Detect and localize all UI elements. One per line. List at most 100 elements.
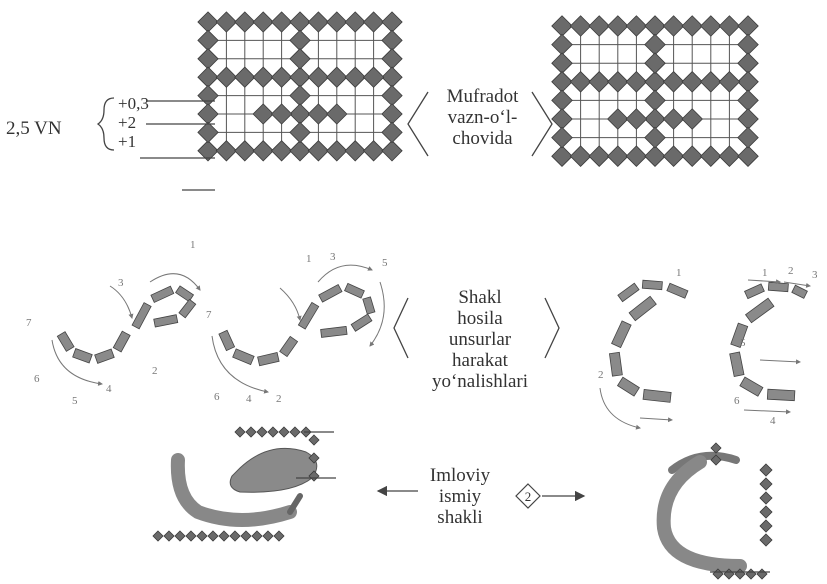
grid-diamond — [700, 71, 722, 93]
grid-diamond — [700, 15, 722, 37]
grid-diamond — [681, 145, 703, 167]
jim-dot-guide — [756, 568, 768, 580]
grid-diamond — [362, 11, 385, 33]
grid-diamond — [662, 108, 685, 130]
grid-diamond — [252, 140, 274, 162]
grid-diamond — [197, 140, 219, 162]
sad-dot-guide — [251, 530, 263, 542]
motion-caption-line-3: unsurlar — [448, 329, 512, 350]
grid-diamond — [644, 15, 666, 37]
isolated-caption-line-1: Imloviy — [429, 465, 491, 486]
grid-diamond — [551, 89, 573, 112]
jim-stroke-segment — [617, 282, 640, 303]
jim-compound-stroke-number: 1 — [762, 267, 768, 279]
grid-diamond — [662, 145, 685, 167]
grid-diamond — [569, 71, 592, 93]
grid-diamond — [718, 71, 741, 93]
jim-stroke-segment — [642, 388, 672, 403]
jim-dot-guide — [759, 491, 773, 505]
scale-value-1: +0,3 — [118, 94, 149, 113]
grid-diamond — [569, 145, 592, 167]
grid-diamond — [607, 71, 629, 93]
grid-diamond — [252, 103, 274, 125]
sad-compound-motion-arrow — [211, 335, 269, 394]
grid-diamond — [588, 15, 610, 37]
sad-dot-guide — [273, 530, 285, 542]
scale-brace — [96, 97, 215, 191]
grid-diamond — [681, 71, 703, 93]
grid-diamond — [326, 66, 348, 88]
grid-diamond — [700, 145, 722, 167]
grid-diamond — [289, 48, 311, 70]
jim-dot-guide — [710, 442, 722, 454]
sad-compound-stroke-number: 5 — [382, 257, 388, 269]
grid-diamond — [197, 48, 219, 70]
jim-compound-stroke-number: 3 — [812, 269, 818, 281]
sad-stroke-number: 2 — [152, 365, 158, 377]
jim-compound-stroke-number: 2 — [788, 265, 794, 277]
grid-diamond — [307, 103, 330, 125]
jim-compound-stroke-segment — [729, 351, 745, 377]
sad-dot-guide — [207, 530, 219, 542]
jim-stroke-segment — [666, 282, 689, 299]
grid-diamond — [644, 33, 666, 56]
grid-diamond — [197, 29, 219, 52]
sad-stroke-segment — [56, 331, 75, 352]
jim-compound-motion-arrow — [783, 281, 811, 288]
svg-text:2: 2 — [525, 489, 532, 504]
grid-diamond — [644, 108, 666, 130]
grid-diamond — [307, 11, 330, 33]
grid-diamond — [588, 145, 610, 167]
grid-diamond — [681, 108, 703, 130]
grid-diamond — [737, 15, 759, 37]
grid-diamond — [551, 108, 573, 130]
grid-diamond — [625, 108, 648, 130]
grid-diamond — [662, 15, 685, 37]
grid-diamond — [662, 71, 685, 93]
grid-diamond — [551, 145, 573, 167]
jim-isolated-letter — [656, 451, 747, 573]
jim-stroke-segment — [641, 279, 663, 291]
grid-caption-line-1: Mufradot — [446, 86, 519, 107]
jim-compound-motion-arrow — [743, 409, 791, 415]
grid-diamond — [381, 140, 403, 162]
grid-diamond — [381, 84, 403, 107]
sad-compound-stroke-segment — [362, 296, 376, 315]
sad-dot-guide — [267, 426, 279, 438]
number-badge: 2 — [515, 483, 541, 509]
sad-dot-guide — [234, 426, 246, 438]
grid-diamond — [307, 140, 330, 162]
sad-stroke-segment — [94, 348, 115, 364]
grid-diamond — [344, 11, 366, 33]
grid-diamond — [270, 140, 293, 162]
jim-dot-guide — [759, 533, 773, 547]
motion-caption: Shakl hosila unsurlar harakat yo‘nalishl… — [410, 287, 550, 392]
sad-stroke-number: 3 — [118, 277, 124, 289]
motion-caption-line-1: Shakl — [458, 287, 502, 308]
jim-compound-stroke-segment — [791, 284, 808, 299]
scale-label: 2,5 VN — [6, 118, 62, 139]
sad-compound-stroke-number: 2 — [276, 393, 282, 405]
jim-compound-stroke-number: 5 — [740, 337, 746, 349]
jim-stroke-number: 1 — [676, 267, 682, 279]
jim-compound-stroke-number: 4 — [770, 415, 776, 427]
sad-compound-motion-arrow — [279, 287, 302, 321]
grid-diamond — [362, 140, 385, 162]
isolated-arrows — [376, 485, 586, 502]
jim-stroke-number: 2 — [598, 369, 604, 381]
sad-dot-guide — [174, 530, 186, 542]
grid-diamond — [234, 11, 256, 33]
grid-diamond — [551, 15, 573, 37]
grid-diamond — [625, 71, 648, 93]
sad-dot-guide — [152, 530, 164, 542]
scale-value-2: +2 — [118, 113, 137, 132]
grid-diamond — [197, 66, 219, 88]
sad-dot-guide — [245, 426, 257, 438]
jim-isolated-dot-guides — [710, 442, 773, 580]
grid-diamond — [326, 103, 348, 125]
sad-compound-stroke-segment — [320, 325, 348, 338]
sad-compound-stroke-segment — [232, 348, 255, 366]
grid-diamond — [362, 66, 385, 88]
